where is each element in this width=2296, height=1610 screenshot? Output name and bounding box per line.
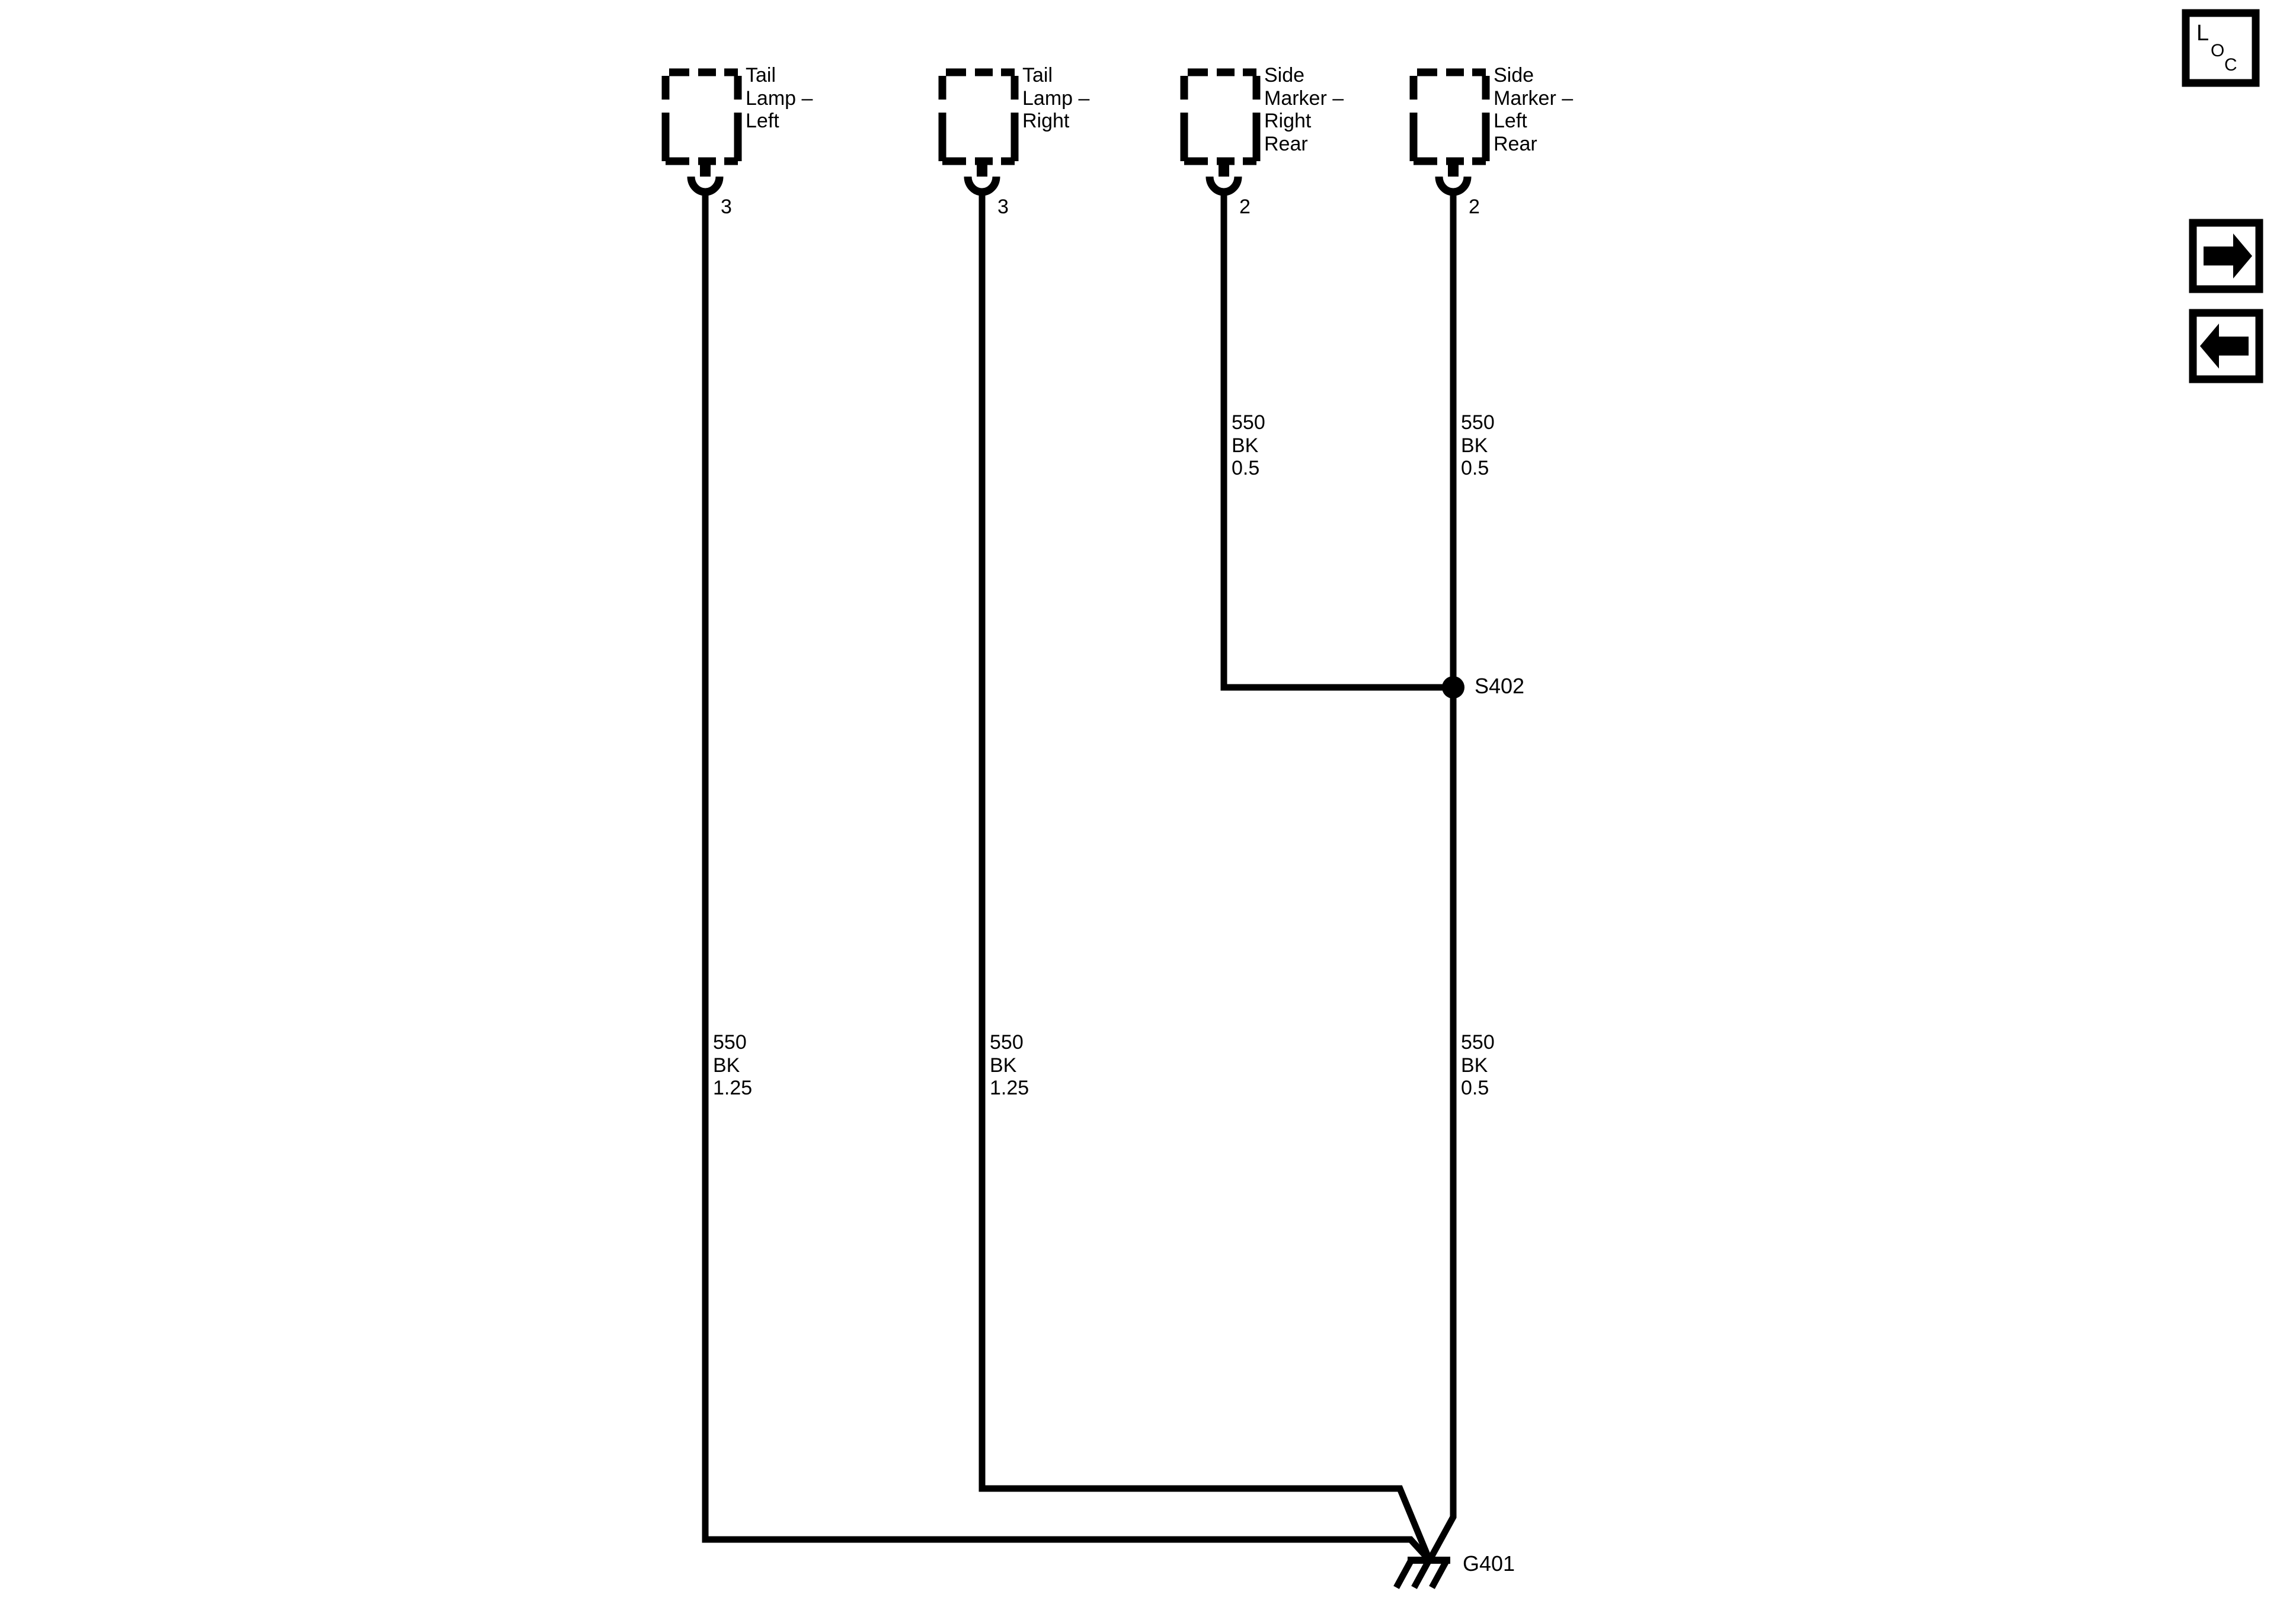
wire-label-side-marker-left: 550 BK 0.5 xyxy=(1461,411,1495,480)
component-label-side-marker-left-rear: Side Marker – Left Rear xyxy=(1494,64,1573,155)
component-box-side-marker-left-rear xyxy=(1409,68,1490,165)
wire-label-line: 550 xyxy=(990,1031,1024,1054)
label-line: Right xyxy=(1022,110,1070,132)
label-line: Right xyxy=(1264,110,1312,132)
wire-label-side-marker-right: 550 BK 0.5 xyxy=(1232,411,1265,480)
label-line: Tail xyxy=(1022,64,1053,87)
wire-label-line: BK xyxy=(1461,434,1488,457)
wire-label-line: 550 xyxy=(1461,1031,1495,1054)
wire-label-line: 550 xyxy=(1461,411,1495,434)
label-line: Side xyxy=(1494,64,1534,87)
wire-label-line: 550 xyxy=(1232,411,1265,434)
ground-label-g401: G401 xyxy=(1463,1551,1515,1576)
wire-label-tail-lamp-left: 550 BK 1.25 xyxy=(713,1031,752,1100)
loc-letter-o: O xyxy=(2211,41,2225,60)
label-line: Left xyxy=(746,110,779,132)
loc-letter-l: L xyxy=(2196,21,2209,46)
wire-label-line: 550 xyxy=(713,1031,747,1054)
label-line: Tail xyxy=(746,64,776,87)
wire-side-marker-right-rear-to-splice xyxy=(1220,192,1453,691)
pin-number-tail-lamp-left: 3 xyxy=(721,196,732,218)
wire-label-line: 0.5 xyxy=(1461,1077,1489,1099)
previous-page-button[interactable] xyxy=(2193,313,2259,379)
previous-page-button-graphic[interactable] xyxy=(2189,309,2263,383)
wire-label-line: 1.25 xyxy=(713,1077,753,1099)
next-page-button-graphic[interactable] xyxy=(2189,219,2263,293)
wire-label-ground-trunk: 550 BK 0.5 xyxy=(1461,1031,1495,1100)
pin-number-tail-lamp-right: 3 xyxy=(997,196,1009,218)
location-button[interactable]: L O C xyxy=(2186,13,2256,83)
wire-label-line: BK xyxy=(990,1054,1017,1077)
component-box-tail-lamp-right xyxy=(938,68,1019,165)
splice-dot-s402 xyxy=(1442,676,1464,699)
pin-number-side-marker-right-rear: 2 xyxy=(1239,196,1251,218)
component-box-tail-lamp-left xyxy=(661,68,742,165)
wire-label-line: BK xyxy=(1461,1054,1488,1077)
location-button-frame[interactable] xyxy=(2182,9,2260,87)
label-line: Lamp – xyxy=(746,87,813,110)
component-box-side-marker-right-rear xyxy=(1180,68,1261,165)
wire-tail-lamp-right-to-ground xyxy=(978,192,1433,1562)
loc-letter-c: C xyxy=(2224,55,2237,75)
wire-tail-lamp-left-to-ground xyxy=(702,192,1432,1563)
splice-label-s402: S402 xyxy=(1475,674,1525,698)
label-line: Lamp – xyxy=(1022,87,1090,110)
wire-label-line: BK xyxy=(1232,434,1259,457)
wire-splice-to-ground xyxy=(1427,687,1457,1562)
label-line: Side xyxy=(1264,64,1305,87)
wire-label-line: BK xyxy=(713,1054,740,1077)
label-line: Rear xyxy=(1264,132,1308,155)
next-page-button[interactable] xyxy=(2193,223,2259,289)
component-label-tail-lamp-right: Tail Lamp – Right xyxy=(1022,64,1089,133)
wire-label-line: 1.25 xyxy=(990,1077,1029,1099)
component-label-side-marker-right-rear: Side Marker – Right Rear xyxy=(1264,64,1344,155)
label-line: Left xyxy=(1494,110,1527,132)
connector-cup-tail-lamp-right xyxy=(964,176,1000,196)
connector-cup-side-marker-left-rear xyxy=(1435,176,1472,196)
pin-number-side-marker-left-rear: 2 xyxy=(1469,196,1480,218)
connector-cup-tail-lamp-left xyxy=(687,176,724,196)
label-line: Marker – xyxy=(1264,87,1344,110)
connector-cup-side-marker-right-rear xyxy=(1205,176,1242,196)
wire-label-line: 0.5 xyxy=(1461,457,1489,479)
component-label-tail-lamp-left: Tail Lamp – Left xyxy=(746,64,813,133)
ground-symbol-g401 xyxy=(1393,1557,1450,1589)
wire-label-line: 0.5 xyxy=(1232,457,1260,479)
wire-label-tail-lamp-right: 550 BK 1.25 xyxy=(990,1031,1029,1100)
label-line: Rear xyxy=(1494,132,1537,155)
label-line: Marker – xyxy=(1494,87,1574,110)
